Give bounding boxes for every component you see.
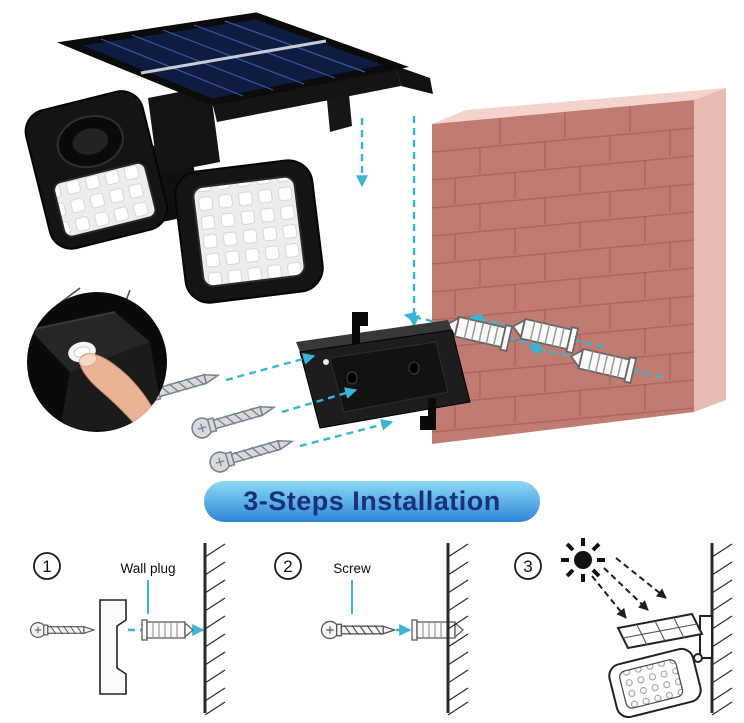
step-2-number-circle xyxy=(274,552,302,580)
lamp-bracket-outline xyxy=(699,615,713,659)
wall-cross-section xyxy=(203,541,227,717)
led-head-outline xyxy=(608,647,702,719)
screw-arrow xyxy=(299,418,394,448)
bracket-hole xyxy=(408,361,420,375)
led-panel xyxy=(619,659,684,709)
led-head-left xyxy=(24,90,169,250)
mounting-screws xyxy=(132,353,394,476)
screw-arrow xyxy=(281,387,358,414)
screw-arrow xyxy=(225,353,316,382)
step-3: 3 xyxy=(514,538,734,719)
banner-title: 3-Steps Installation xyxy=(243,486,501,516)
screw-label: Screw xyxy=(333,561,371,576)
insertion-arrow xyxy=(403,311,539,347)
step-1-number-circle xyxy=(33,552,61,580)
led-panel xyxy=(53,161,157,238)
insertion-arrow xyxy=(469,313,605,349)
brick-wall xyxy=(403,88,726,444)
step-2-number: 2 xyxy=(283,557,292,576)
solar-security-light xyxy=(24,12,433,304)
led-head-right xyxy=(174,159,324,304)
lamp-bracket-outline xyxy=(99,599,127,695)
insertion-arrow xyxy=(527,343,663,379)
step-3-number: 3 xyxy=(523,557,532,576)
sunlight-arrow xyxy=(603,567,649,611)
sun-icon xyxy=(561,538,605,582)
installation-banner: 3-Steps Installation xyxy=(204,481,540,522)
sunlight-arrow xyxy=(615,557,667,599)
sunlight-arrow xyxy=(591,575,627,619)
screw-icon xyxy=(30,622,95,638)
led-panel xyxy=(192,175,306,288)
step-3-number-circle xyxy=(514,552,542,580)
screw-icon xyxy=(188,397,278,442)
button-press-callout xyxy=(27,287,167,432)
wall-anchor-icon xyxy=(411,619,464,641)
screw-icon xyxy=(320,620,396,640)
step-1-number: 1 xyxy=(42,557,51,576)
step-2: 2 Screw xyxy=(274,541,470,717)
bracket-hole xyxy=(346,371,358,385)
steps-illustration: 1 Wall plug 2 Screw 3 xyxy=(30,538,734,719)
fingernail xyxy=(78,353,98,367)
wall-anchor-icon xyxy=(141,619,194,641)
bracket-clip-top xyxy=(352,312,368,344)
solar-panel xyxy=(56,12,433,122)
hero-illustration xyxy=(24,12,726,476)
mounted-lamp-outline xyxy=(608,612,713,719)
step-1: 1 Wall plug xyxy=(30,541,227,717)
screw-icon xyxy=(206,431,296,476)
wall-cross-section xyxy=(710,541,734,717)
wall-plug-label: Wall plug xyxy=(120,561,175,576)
bracket-clip-bottom xyxy=(420,398,436,430)
mounting-bracket xyxy=(296,312,471,430)
